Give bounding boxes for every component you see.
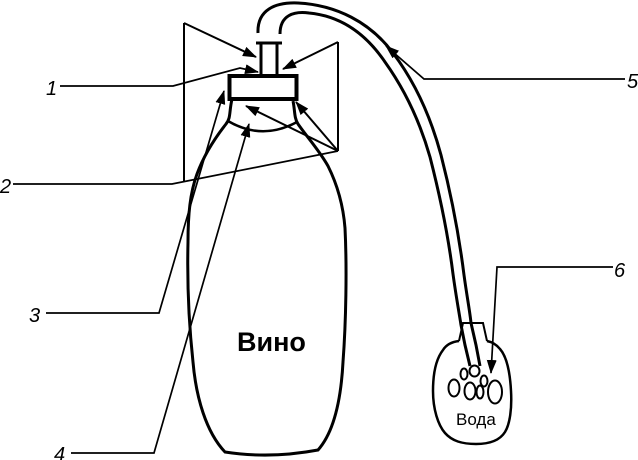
callout-5-label: 5 [627,71,638,93]
bubble [447,378,461,398]
water-bottle: Вода [431,322,513,446]
left-fan-arrow [183,22,257,58]
callout-numbers: 1 2 3 4 5 6 [0,71,638,460]
right-fan-arrow-neck [245,105,339,152]
hose [256,1,482,367]
right-fan-arrow-tube [282,41,339,70]
wine-bottle: Вино [186,98,348,457]
callout-5-leader [385,45,625,80]
water-bottle-outline [431,339,513,446]
wine-bottle-outline [186,98,348,457]
wine-bottle-label: Вино [237,327,306,357]
water-bottle-label: Вода [456,410,496,429]
bubble [463,381,477,401]
hose-inner-wall [278,11,472,367]
tube-mouth [468,364,481,378]
hose-outer-wall [256,1,482,367]
callout-3-label: 3 [29,305,40,327]
stopper [227,74,299,101]
callout-3-leader [46,90,226,314]
callout-1-leader [60,64,259,87]
water-bottle-neck [458,322,488,342]
wine-bottle-neck-arc [227,119,298,133]
callout-4-leader [71,123,251,454]
callout-2-leader [13,150,339,185]
callout-6-leader [486,266,613,374]
right-fan-arrow-stopper [295,101,339,152]
airlock-assembly [227,41,299,101]
callout-4-label: 4 [54,444,65,460]
callout-1-label: 1 [46,78,57,100]
indicator-fans [183,22,339,181]
bubble [475,384,485,400]
bubble [479,374,489,388]
bubble [459,367,469,381]
bubble [487,379,503,405]
callout-leaders [13,45,625,454]
callout-2-label: 2 [0,176,11,198]
callout-6-label: 6 [614,260,626,282]
